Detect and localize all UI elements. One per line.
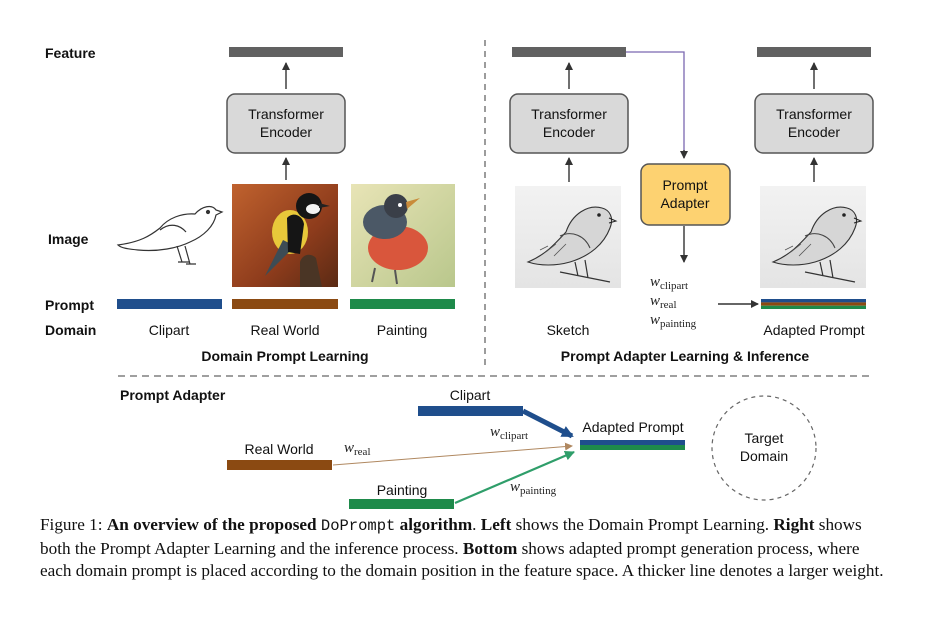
right-feature-bar-2 [757,47,871,57]
right-panel-title: Prompt Adapter Learning & Inference [561,348,810,364]
clipart-bird-image [116,205,224,265]
caption-text-4: shows adapted prompt generation process,… [40,538,884,581]
caption-prefix: Figure 1: [40,515,107,534]
right-encoder1-line1: Transformer [531,106,607,122]
weight-clipart: wclipart [650,274,688,292]
caption-algorithm-name: DoPrompt [320,517,396,535]
bottom-adapted-label: Adapted Prompt [582,419,683,435]
right-transformer-encoder-2 [754,93,874,154]
painting-bird-image [351,184,455,287]
domain-label-realworld: Real World [251,322,320,338]
row-label-prompt: Prompt [45,297,94,313]
prompt-bar-realworld [232,299,338,309]
right-encoder2-line1: Transformer [776,106,852,122]
caption-bold-bottom: Bottom [462,538,518,558]
bottom-weight-clipart: wclipart [490,424,528,442]
target-domain-line1: Target [745,430,784,446]
right-encoder2-line2: Encoder [788,124,840,140]
row-label-domain: Domain [45,322,96,338]
adapted-bar-clipart-stripe [761,299,866,303]
target-domain-line2: Domain [740,448,788,464]
painting-weight-arrow [454,450,575,505]
figure-caption: Figure 1: An overview of the proposed Do… [40,514,890,583]
bottom-prompt-bar-clipart [418,406,523,416]
right-transformer-encoder-1 [509,93,629,154]
caption-bold-right: Right [773,515,815,534]
left-encoder-line1: Transformer [248,106,324,122]
bottom-prompt-bar-painting [349,499,454,509]
realworld-bird-image [232,184,338,287]
left-transformer-encoder [226,93,346,154]
prompt-adapter-line2: Adapter [660,195,709,211]
bottom-adapted-stripe-bottom [580,445,685,450]
row-label-feature: Feature [45,45,96,61]
bottom-realworld-label: Real World [245,441,314,457]
bottom-weight-real: wreal [344,440,371,458]
bottom-weight-painting: wpainting [510,479,557,497]
weight-real: wreal [650,293,677,311]
adapted-bar-real-stripe [761,302,866,306]
sketch-bird-image-2 [760,186,866,288]
bottom-adapted-stripe-top [580,440,685,445]
prompt-bar-clipart [117,299,222,309]
bottom-painting-label: Painting [377,482,428,498]
right-feature-bar-1 [512,47,626,57]
target-domain-circle [711,395,817,501]
bottom-prompt-bar-realworld [227,460,332,470]
prompt-adapter-line1: Prompt [662,177,707,193]
caption-bold-left: Left [480,515,512,534]
bottom-clipart-label: Clipart [450,387,491,403]
caption-bold-2: algorithm [399,515,473,534]
left-encoder-line2: Encoder [260,124,312,140]
sketch-label: Sketch [547,322,590,338]
sketch-bird-image-1 [515,186,621,288]
bottom-panel-title: Prompt Adapter [120,387,226,403]
real-weight-arrow [332,442,573,466]
caption-text-3: shows both the Prompt Adapter Learning a… [40,515,862,558]
prompt-bar-painting [350,299,455,309]
caption-bold-1: An overview of the proposed [106,515,317,534]
right-encoder1-line2: Encoder [543,124,595,140]
row-label-image: Image [48,231,89,247]
figure-diagram: Feature Image Prompt Domain Transformer … [45,40,874,509]
caption-text-2: shows the Domain Prompt Learning. [511,515,774,534]
left-panel-title: Domain Prompt Learning [201,348,368,364]
adapted-bar-painting-stripe [761,305,866,309]
feature-to-adapter-line [626,51,685,156]
caption-text-1: . [472,515,481,534]
domain-label-clipart: Clipart [149,322,190,338]
left-feature-bar [229,47,343,57]
adapted-prompt-label: Adapted Prompt [763,322,864,338]
domain-label-painting: Painting [377,322,428,338]
weight-painting: wpainting [650,312,697,330]
clipart-weight-arrow [521,408,574,439]
prompt-adapter-box [640,163,731,226]
